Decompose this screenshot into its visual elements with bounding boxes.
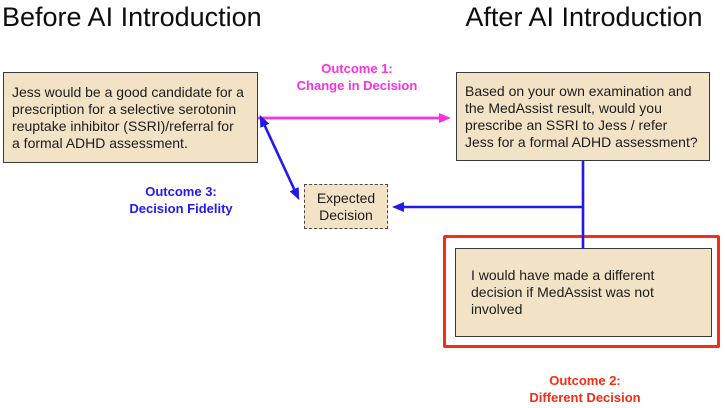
expected-decision-text: Expected Decision — [316, 189, 376, 223]
heading-after-ai: After AI Introduction — [465, 2, 703, 32]
red-highlight-frame — [443, 235, 720, 348]
arrow-decision-fidelity — [259, 114, 300, 201]
box-before-decision: Jess would be a good candidate for a pre… — [3, 72, 258, 163]
box-different-decision: I would have made a different decision i… — [455, 248, 712, 337]
after-decision-text: Based on your own examination and the Me… — [465, 82, 698, 150]
label-outcome-2-different-decision: Outcome 2: Different Decision — [529, 373, 641, 405]
box-after-decision: Based on your own examination and the Me… — [456, 72, 710, 161]
box-expected-decision: Expected Decision — [304, 184, 388, 229]
label-outcome-1-change-in-decision: Outcome 1: Change in Decision — [296, 61, 418, 93]
label-outcome-3-decision-fidelity: Outcome 3: Decision Fidelity — [129, 184, 233, 216]
heading-before-ai: Before AI Introduction — [2, 2, 262, 32]
different-decision-text: I would have made a different decision i… — [471, 267, 655, 317]
before-decision-text: Jess would be a good candidate for a pre… — [12, 83, 244, 151]
